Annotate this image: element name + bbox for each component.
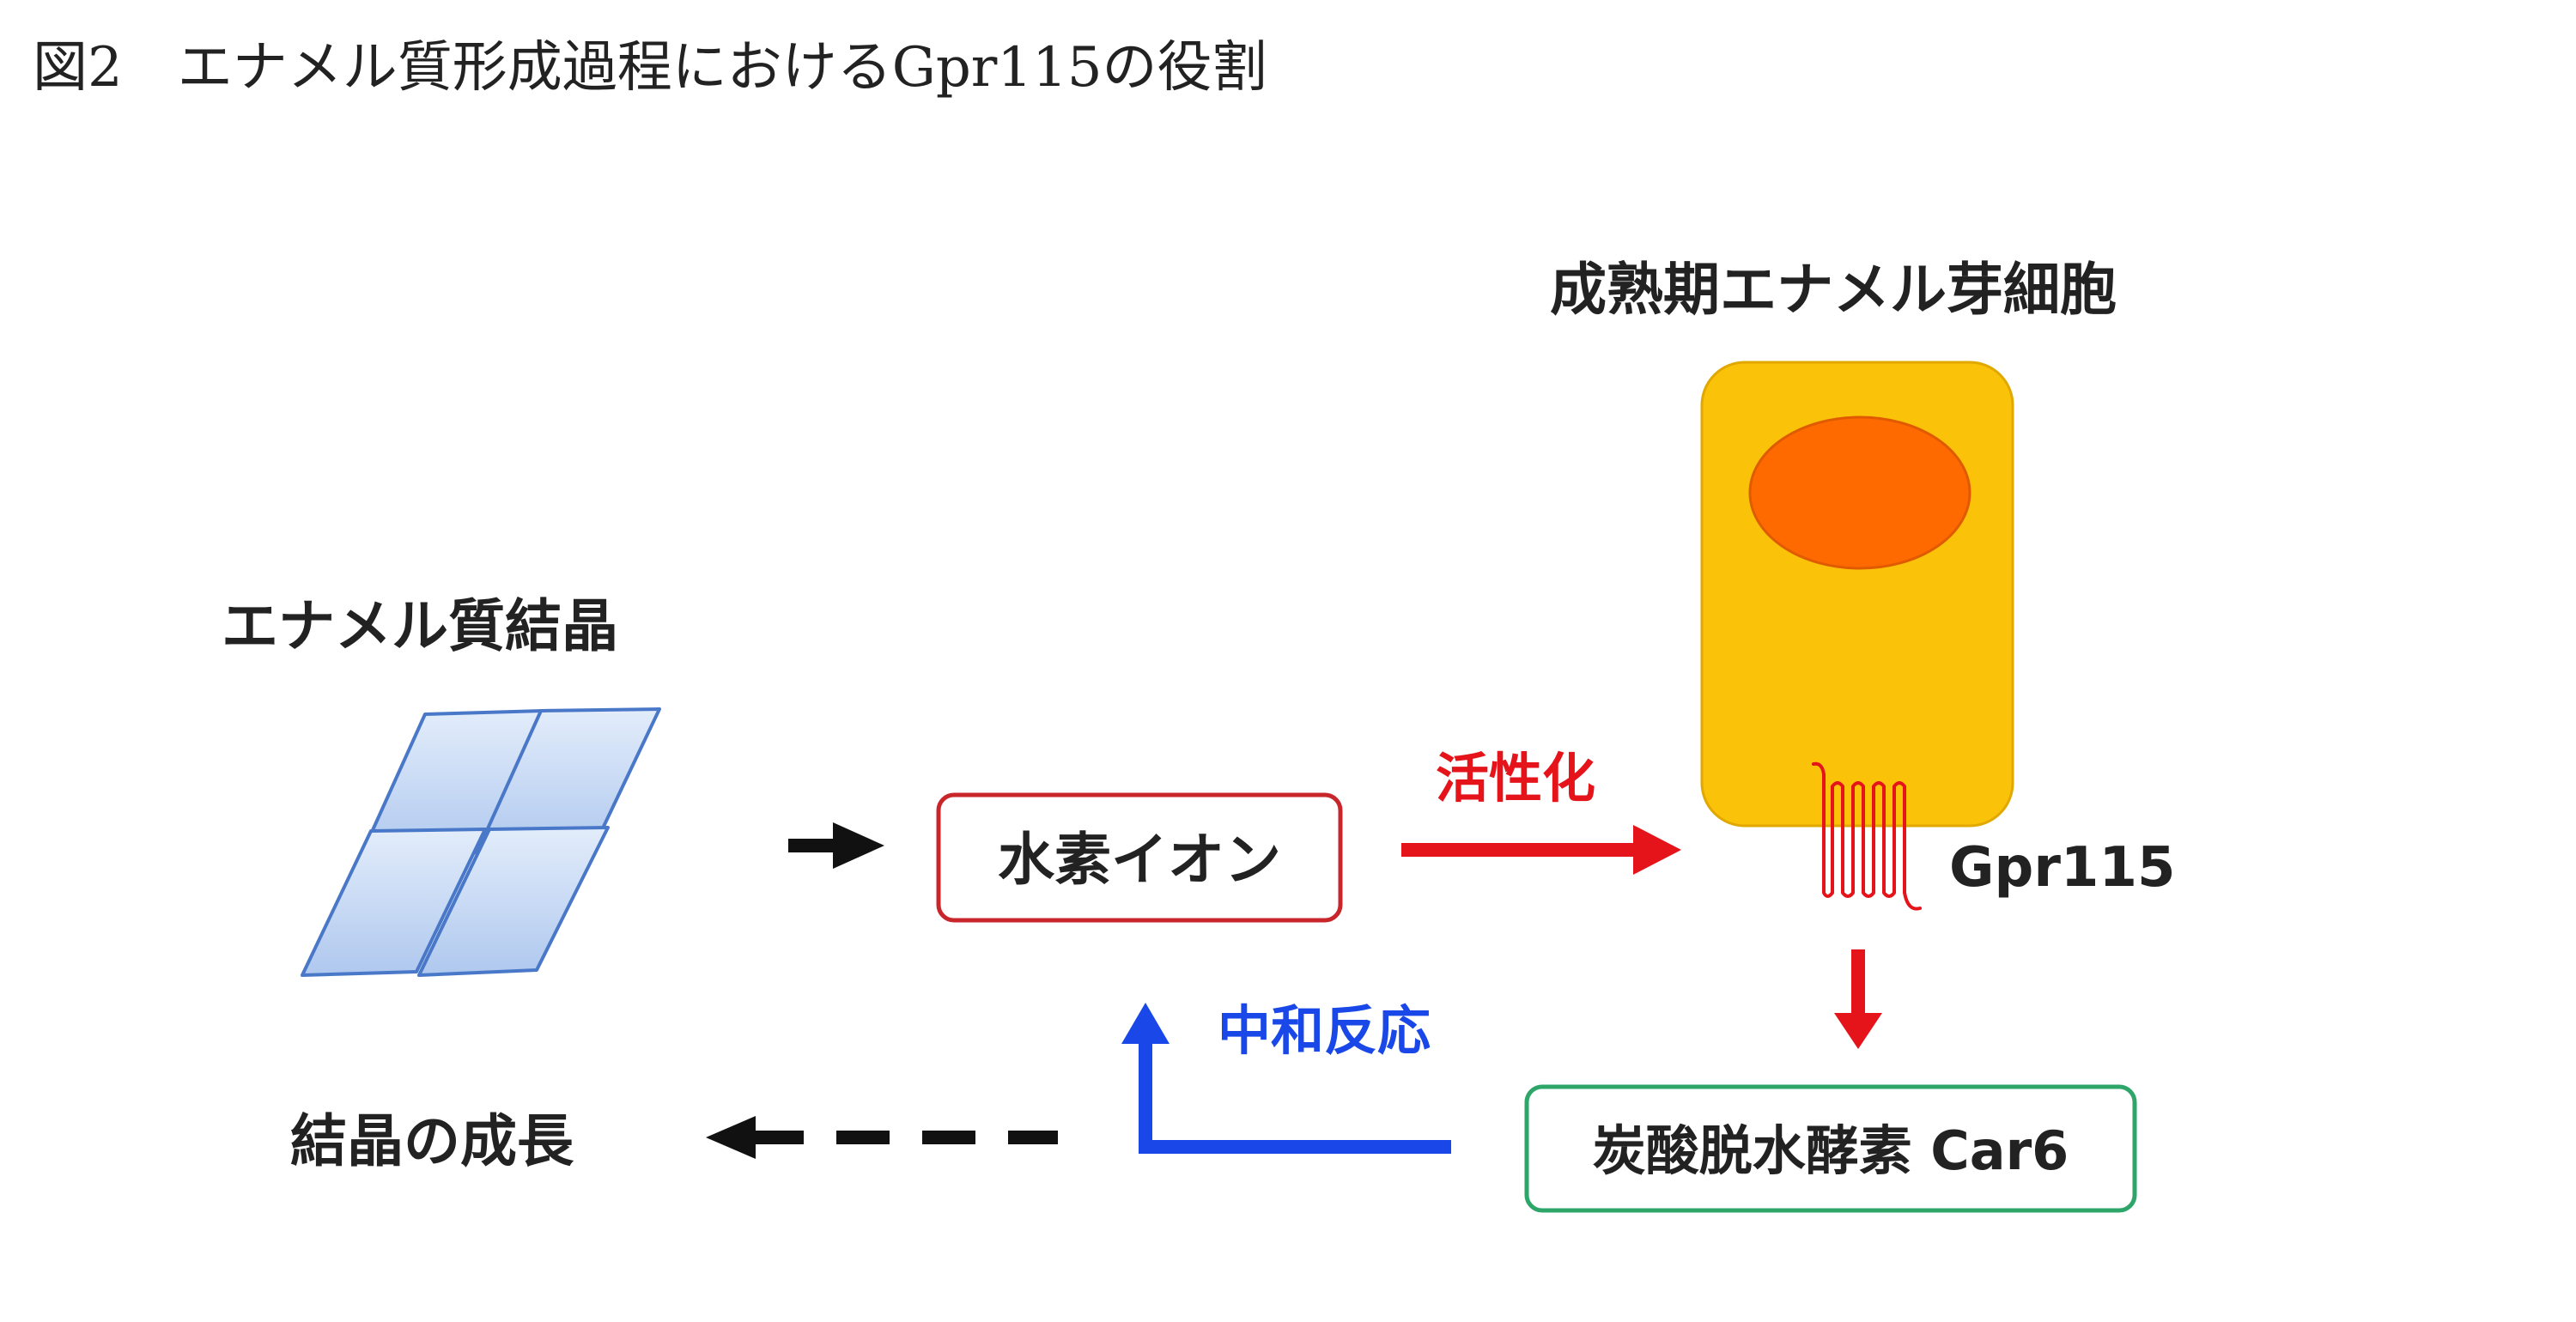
induction-arrow: [1834, 949, 1882, 1049]
hydrogen-ion-label: 水素イオン: [998, 827, 1281, 893]
neutralization-arrow: [1121, 1003, 1451, 1154]
gpr115-receptor-icon: [1812, 761, 1922, 911]
cell-nucleus: [1748, 415, 1971, 570]
crystal-shape: [417, 826, 610, 977]
gpr115-label: Gpr115: [1949, 836, 2176, 900]
activation-label: 活性化: [1436, 747, 1595, 810]
figure-title: 図2 エナメル質形成過程におけるGpr115の役割: [33, 36, 1267, 100]
enzyme-box: [1524, 1084, 2137, 1213]
neutralization-label: 中和反応: [1218, 999, 1431, 1062]
enzyme-label: 炭酸脱水酵素 Car6: [1593, 1119, 2069, 1182]
hydrogen-ion-box: [936, 792, 1343, 923]
growth-label: 結晶の成長: [290, 1108, 574, 1174]
crystal-shape: [301, 828, 487, 977]
enamel-crystals: [301, 707, 661, 977]
black-arrow: [788, 822, 884, 869]
crystal-label: エナメル質結晶: [222, 593, 618, 659]
cell-label: 成熟期エナメル芽細胞: [1550, 257, 2117, 323]
activation-arrow: [1401, 825, 1681, 875]
growth-arrow-dashed: [706, 1116, 1058, 1159]
